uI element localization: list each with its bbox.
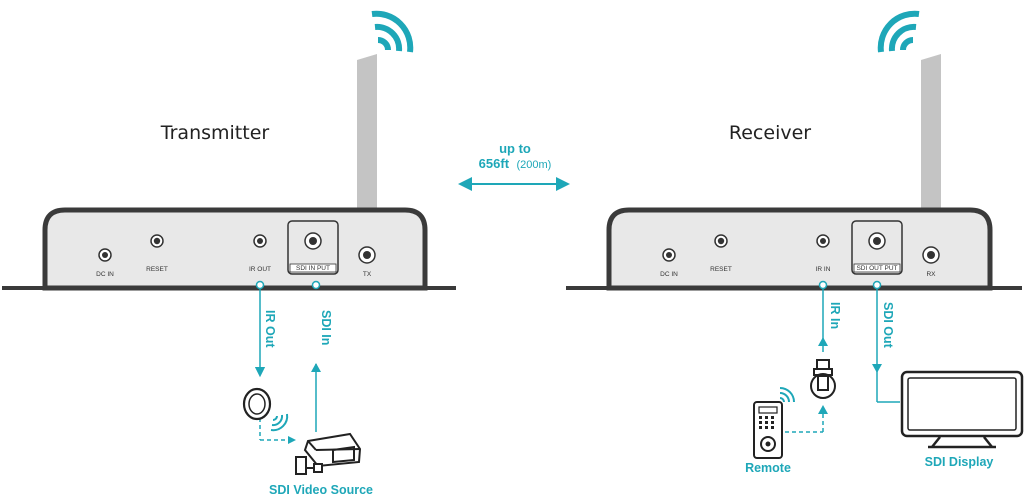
range-arrow-left-icon (458, 177, 472, 191)
sdi-video-source-camera-icon (295, 432, 362, 475)
receiver-antenna (921, 54, 941, 248)
wifi-signal-icon (371, 10, 414, 53)
ir-in-label: IR IN (816, 266, 831, 273)
remote-label: Remote (745, 461, 791, 475)
ir-out-connection-label: IR Out (263, 310, 277, 348)
ir-emitter-icon (242, 387, 289, 432)
ir-receiver-sensor-icon (810, 359, 836, 399)
sdi-display-label: SDI Display (925, 455, 994, 469)
sdi-output-label: SDI OUT PUT (856, 265, 897, 272)
sdi-in-connection-label: SDI In (319, 310, 333, 345)
dc-in-port: DC IN (96, 248, 114, 278)
reset-label: RESET (710, 266, 732, 273)
transmitter-title: Transmitter (160, 122, 270, 144)
transmitter-connections (254, 280, 321, 444)
sdi-display-monitor-icon (900, 370, 1024, 449)
reset-label: RESET (146, 266, 168, 273)
ir-in-connection-label: IR In (828, 302, 842, 329)
dc-in-label: DC IN (96, 271, 114, 278)
receiver-title: Receiver (729, 122, 811, 144)
reset-button: RESET (710, 234, 732, 273)
transmitter-unit: DC IN RESET IR OUT SDI IN PUT TX Tran (2, 10, 456, 291)
sdi-video-source-label: SDI Video Source (269, 483, 373, 497)
ir-out-port: IR OUT (249, 234, 271, 273)
sdi-input-label: SDI IN PUT (296, 265, 330, 272)
range-metric: (200m) (516, 159, 551, 171)
ir-out-label: IR OUT (249, 266, 271, 273)
reset-button: RESET (146, 234, 168, 273)
rx-label: RX (926, 271, 936, 278)
transmitter-antenna (357, 54, 377, 248)
range-arrow-right-icon (556, 177, 570, 191)
wifi-signal-icon (877, 10, 920, 53)
svg-text:656ft (200m): 656ft (200m) (479, 155, 552, 172)
dc-in-port: DC IN (660, 248, 678, 278)
dc-in-label: DC IN (660, 271, 678, 278)
receiver-unit: DC IN RESET IR IN SDI OUT PUT RX Receive… (566, 10, 1022, 291)
range-value: 656ft (479, 156, 510, 171)
receiver-connections (785, 280, 900, 433)
tx-label: TX (363, 271, 372, 278)
rx-antenna-port: RX (922, 246, 940, 278)
sdi-input-port: SDI IN PUT (287, 220, 339, 275)
range-indicator: up to 656ft (200m) (458, 141, 570, 191)
sdi-out-connection-label: SDI Out (881, 302, 895, 349)
tx-antenna-port: TX (358, 246, 376, 278)
sdi-output-port: SDI OUT PUT (851, 220, 903, 275)
ir-in-port: IR IN (816, 234, 831, 273)
remote-control-icon (753, 387, 795, 459)
range-line1: up to (499, 141, 531, 156)
